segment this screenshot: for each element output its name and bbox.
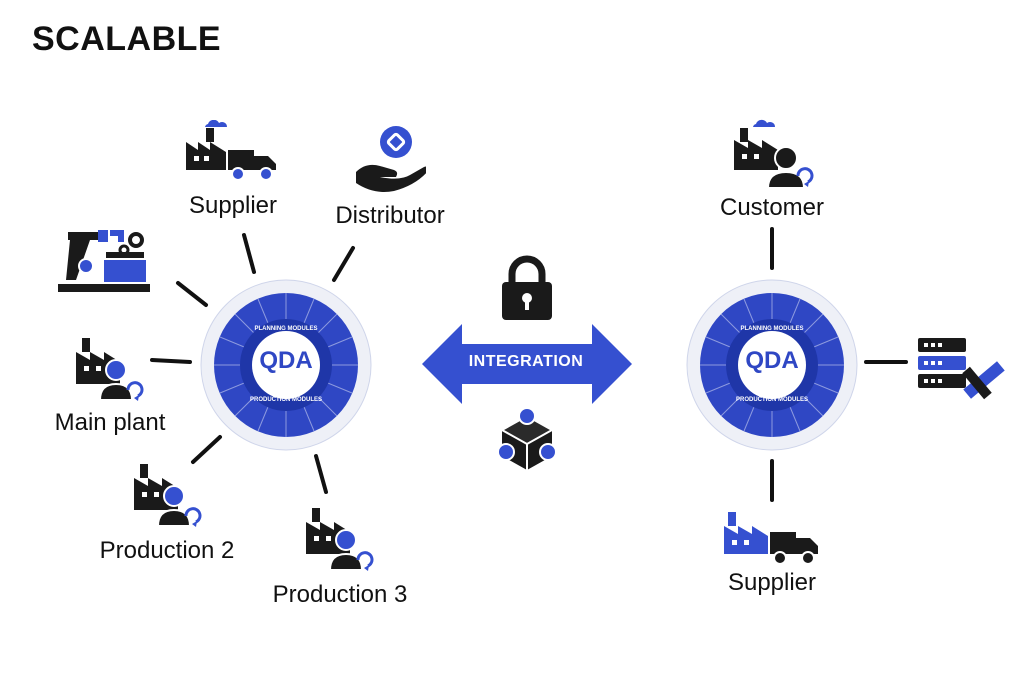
node-label-customer: Customer bbox=[719, 194, 825, 221]
hub-logo: QDA bbox=[745, 347, 799, 374]
node-label-main-plant: Main plant bbox=[54, 409, 166, 436]
connector-production2 bbox=[191, 435, 222, 464]
lock-icon bbox=[500, 254, 554, 327]
hub-bottom-ring-label: PRODUCTION MODULES bbox=[736, 397, 808, 403]
server-tools-icon bbox=[916, 336, 1008, 411]
connector-main-plant bbox=[150, 358, 192, 364]
connector-distributor bbox=[332, 246, 355, 282]
factory-person-icon bbox=[734, 118, 814, 195]
connector-supplier bbox=[242, 233, 256, 274]
factory-person-icon bbox=[134, 462, 202, 533]
hub-logo: QDA bbox=[259, 347, 313, 374]
hand-coin-icon bbox=[354, 124, 429, 199]
hub-bottom-ring-label: PRODUCTION MODULES bbox=[250, 397, 322, 403]
hub-top-ring-label: PLANNING MODULES bbox=[254, 326, 318, 332]
node-label-production3: Production 3 bbox=[272, 581, 408, 608]
robot-arm-icon bbox=[56, 226, 156, 301]
connector-production3 bbox=[314, 454, 328, 494]
node-label-distributor: Distributor bbox=[335, 202, 445, 229]
node-label-supplier: Supplier bbox=[188, 192, 278, 219]
hub-top-ring-label: PLANNING MODULES bbox=[740, 326, 804, 332]
factory-person-icon bbox=[76, 336, 144, 407]
node-label-production2: Production 2 bbox=[99, 537, 235, 564]
integration-arrow bbox=[422, 324, 632, 409]
integration-label: INTEGRATION bbox=[468, 353, 584, 370]
factory-person-icon bbox=[306, 506, 374, 577]
qda-hub-left: QDA PLANNING MODULES PRODUCTION MODULES bbox=[200, 279, 372, 456]
qda-hub-right: QDA PLANNING MODULES PRODUCTION MODULES bbox=[686, 279, 858, 456]
page-title: SCALABLE bbox=[32, 20, 222, 58]
factory-truck-icon bbox=[186, 119, 278, 187]
factory-truck-icon bbox=[724, 510, 820, 571]
cube-nodes-icon bbox=[497, 406, 557, 477]
connector-robot bbox=[176, 281, 208, 307]
node-label-supplier-right: Supplier bbox=[727, 569, 817, 596]
